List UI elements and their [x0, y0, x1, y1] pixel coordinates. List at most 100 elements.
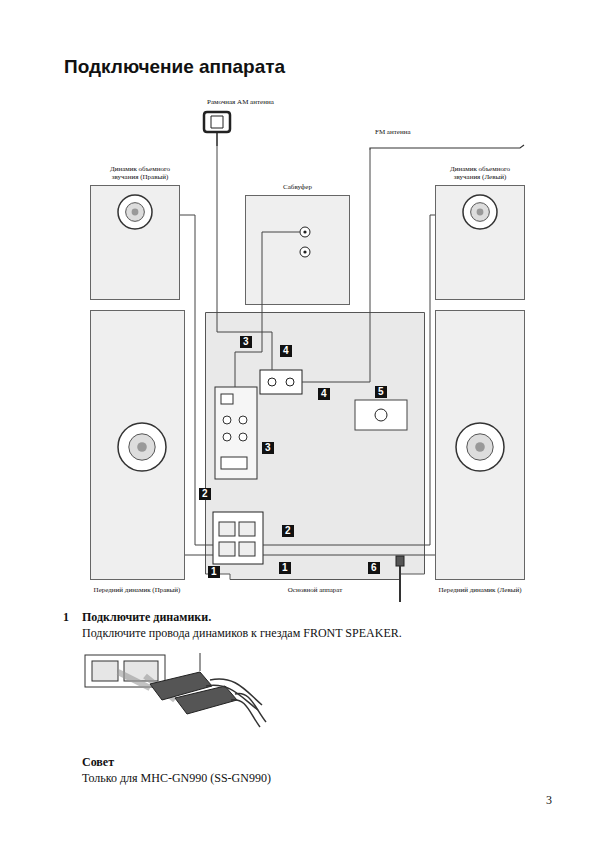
- terminal: [286, 378, 294, 386]
- callout-number: 4: [318, 388, 330, 400]
- inner-wire: [263, 555, 425, 556]
- am-antenna-shape: [203, 110, 231, 146]
- speaker-wire: [262, 305, 263, 312]
- terminal-dot: [303, 230, 306, 233]
- step-heading: Подключите динамики.: [82, 610, 211, 624]
- callout-number: 4: [280, 345, 292, 357]
- inner-wire: [217, 312, 272, 370]
- speaker-cone: [129, 434, 155, 460]
- speaker-cap: [137, 442, 147, 452]
- optical-jack: [221, 394, 233, 404]
- callout-number: 3: [240, 336, 252, 348]
- node-label: Основной аппарат: [205, 586, 425, 594]
- inner-wire: [302, 312, 370, 382]
- callout-number: 1: [279, 562, 291, 574]
- speaker-cabinet: [91, 311, 185, 580]
- speaker-cone: [126, 203, 145, 222]
- callout-number: 2: [199, 488, 211, 500]
- surround-speaker-shape: [90, 185, 180, 300]
- speaker-cone: [118, 423, 166, 471]
- jack: [239, 416, 247, 424]
- tip-text: Только для MHC-GN990 (SS-GN990): [82, 771, 271, 785]
- power-plug: [396, 556, 404, 566]
- speaker-wire: [370, 150, 371, 312]
- speaker-wire: [217, 146, 218, 312]
- terminal-dot: [303, 250, 306, 253]
- speaker-plug: [175, 686, 237, 714]
- node-label: Передний динамик (Правый): [82, 586, 192, 594]
- callout-number: 6: [368, 562, 380, 574]
- main-unit-body: [206, 313, 425, 580]
- front-speaker: Передний динамик (Левый): [435, 310, 525, 580]
- terminal: [239, 542, 255, 556]
- page-number: 3: [546, 793, 552, 807]
- speaker-cap: [477, 209, 484, 216]
- surround-speaker: Динамик объемного звучания (Левый): [435, 185, 525, 300]
- speaker-cone: [456, 423, 504, 471]
- node-label: Динамик объемного звучания (Правый): [100, 165, 180, 181]
- tip-heading: Совет: [82, 755, 114, 769]
- inner-wire: [262, 232, 300, 305]
- rear-panel: [215, 387, 257, 479]
- inner-wire: [235, 312, 262, 387]
- surround-speaker: Динамик объемного звучания (Правый): [90, 185, 180, 300]
- am-antenna: Рамочная АМ антенна: [203, 110, 231, 146]
- selector-knob: [375, 409, 387, 421]
- fm-antenna: FM антенна: [365, 127, 525, 150]
- terminal: [219, 542, 235, 556]
- node-label: Динамик объемного звучания (Левый): [440, 165, 520, 181]
- callout-number: 5: [375, 386, 387, 398]
- terminal: [300, 247, 310, 257]
- voltage-selector: [355, 400, 407, 430]
- inner-wire: [205, 555, 213, 556]
- subwoofer-cabinet: [246, 196, 350, 305]
- jack: [223, 433, 231, 441]
- surround-speaker-shape: [435, 185, 525, 300]
- speaker-cone: [118, 195, 152, 229]
- socket: [92, 661, 118, 681]
- speaker-wire: [425, 555, 435, 556]
- speaker-wire: [185, 555, 205, 556]
- main-unit: Основной аппарат: [205, 312, 425, 580]
- subwoofer: Сабвуфер: [245, 195, 350, 305]
- speaker-terminal: [213, 512, 263, 564]
- speaker-cabinet: [436, 186, 525, 300]
- step-text: Подключите провода динамиков к гнездам F…: [82, 626, 402, 640]
- loop-antenna: [211, 116, 223, 128]
- terminal: [268, 378, 276, 386]
- front-speaker-shape: [90, 310, 185, 580]
- speaker-wire: [425, 215, 435, 545]
- inner-wire: [263, 545, 425, 546]
- speaker-cone: [463, 195, 497, 229]
- connector: [221, 457, 247, 469]
- fm-wire: [370, 145, 524, 150]
- main-unit-shape: [205, 312, 425, 580]
- callout-number: 1: [208, 566, 220, 578]
- speaker-cable: [206, 679, 262, 710]
- terminal: [219, 522, 235, 536]
- speaker-cap: [475, 442, 485, 452]
- loop-antenna: [204, 112, 230, 132]
- subwoofer-shape: [245, 195, 350, 305]
- front-speaker: Передний динамик (Правый): [90, 310, 185, 580]
- callout-number: 3: [262, 442, 274, 454]
- callout-number: 2: [282, 525, 294, 537]
- antenna-stem: [216, 132, 218, 146]
- power-cord: [399, 566, 401, 602]
- speaker-cone: [467, 434, 493, 460]
- terminal: [300, 227, 310, 237]
- leader-line: [200, 653, 201, 671]
- speaker-cap: [132, 209, 139, 216]
- speaker-cable: [231, 693, 266, 727]
- jack: [223, 416, 231, 424]
- terminal: [239, 522, 255, 536]
- node-label: FM антенна: [375, 128, 411, 136]
- antenna-terminal: [260, 370, 302, 394]
- speaker-cabinet: [91, 186, 180, 300]
- inner-wire: [205, 545, 213, 546]
- front-speaker-shape: [435, 310, 525, 580]
- jack: [239, 433, 247, 441]
- node-label: Рамочная АМ антенна: [207, 98, 274, 106]
- page-title: Подключение аппарата: [64, 56, 285, 78]
